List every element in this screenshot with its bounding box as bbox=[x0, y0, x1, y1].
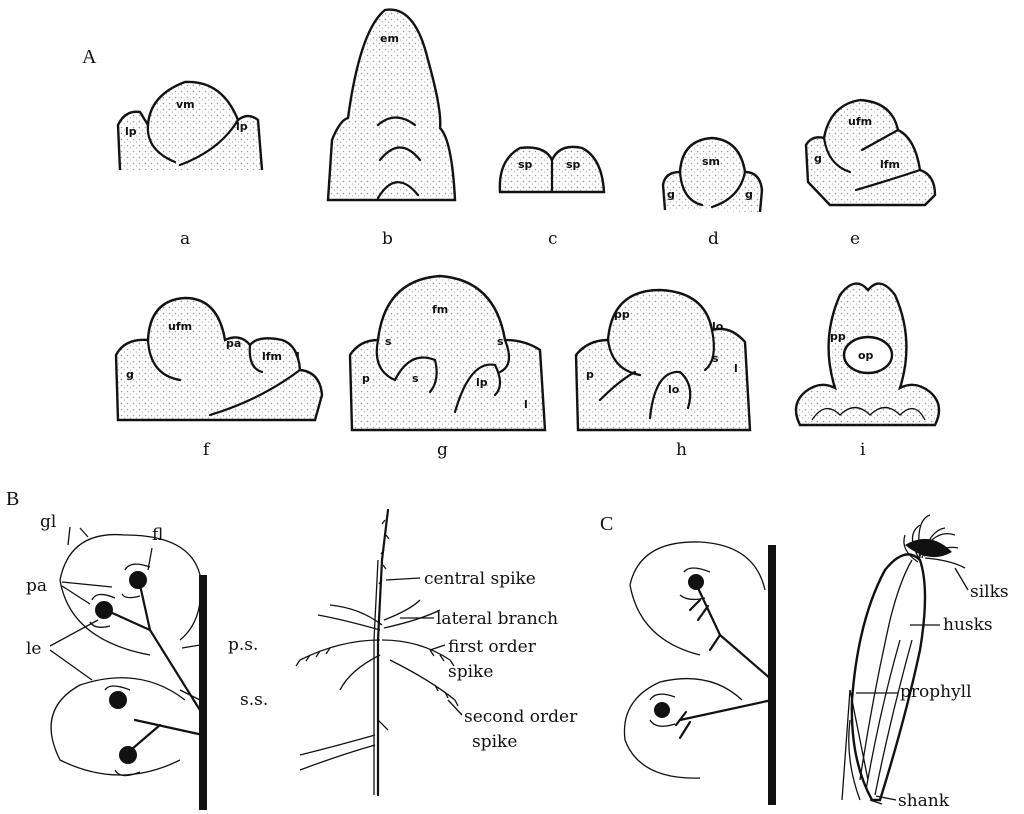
stage-g-s-left-label: s bbox=[385, 335, 392, 348]
stage-h-l-label: l bbox=[734, 362, 738, 375]
label-first-order-2: spike bbox=[448, 662, 493, 682]
stage-g-l-label: l bbox=[524, 398, 528, 411]
stage-i-meristem: pp op bbox=[796, 284, 939, 425]
panel-c-ear-drawing: silks husks prophyll shank bbox=[842, 515, 1009, 811]
stage-d-meristem: sm g g bbox=[663, 138, 762, 212]
stage-b-meristem: em bbox=[328, 10, 455, 200]
label-central-spike: central spike bbox=[424, 569, 536, 589]
label-gl: gl bbox=[40, 512, 56, 532]
panel-b-tassel-drawing: central spike lateral branch first order… bbox=[296, 510, 578, 795]
stage-c-letter: c bbox=[548, 229, 558, 249]
panel-c-label: C bbox=[600, 513, 613, 535]
stage-a-meristem: vm lp lp bbox=[118, 82, 262, 170]
stage-e-ufm-label: ufm bbox=[848, 115, 872, 128]
lower-floret-2 bbox=[119, 746, 137, 764]
stage-h-lo-center-label: lo bbox=[668, 383, 680, 396]
label-ss: s.s. bbox=[240, 690, 268, 710]
stage-f-letter: f bbox=[203, 440, 211, 460]
stage-e-lfm-label: lfm bbox=[880, 158, 900, 171]
stage-h-lo-top-label: lo bbox=[712, 320, 724, 333]
stage-g-meristem: fm s s s p lp l bbox=[350, 276, 545, 430]
stage-c-sp-right-label: sp bbox=[566, 158, 581, 171]
stage-g-letter: g bbox=[437, 440, 448, 460]
stage-i-op-label: op bbox=[858, 349, 874, 362]
lower-floret-1 bbox=[109, 691, 127, 709]
stage-d-sm-label: sm bbox=[702, 155, 720, 168]
panel-b-spikelet-diagram: gl fl pa le p.s. s.s. bbox=[26, 512, 268, 810]
stage-f-meristem: ufm lfm pa g l bbox=[116, 298, 322, 420]
stage-b-letter: b bbox=[382, 229, 393, 249]
stage-i-letter: i bbox=[860, 440, 866, 460]
stage-f-ufm-label: ufm bbox=[168, 320, 192, 333]
stage-e-meristem: ufm lfm g bbox=[806, 100, 935, 205]
stage-d-g-right-label: g bbox=[745, 188, 753, 201]
stage-c-meristem: sp sp bbox=[500, 147, 604, 192]
stage-c-sp-left-label: sp bbox=[518, 158, 533, 171]
upper-floret-2 bbox=[95, 601, 113, 619]
stage-i-pp-label: pp bbox=[830, 330, 846, 343]
label-husks: husks bbox=[943, 615, 993, 635]
stage-g-lp-label: lp bbox=[476, 376, 488, 389]
stage-g-s-right-label: s bbox=[497, 335, 504, 348]
label-fl: fl bbox=[152, 525, 163, 545]
stage-h-letter: h bbox=[676, 440, 687, 460]
label-silks: silks bbox=[970, 582, 1009, 602]
stage-g-p-label: p bbox=[362, 372, 370, 385]
stage-a-lp-left-label: lp bbox=[125, 125, 137, 138]
panel-c-spikelet-diagram bbox=[624, 542, 772, 805]
stage-d-g-left-label: g bbox=[667, 188, 675, 201]
upper-ear-floret bbox=[688, 574, 704, 590]
stage-e-letter: e bbox=[850, 229, 860, 249]
stage-f-l-label: l bbox=[296, 350, 300, 363]
label-ps: p.s. bbox=[228, 635, 258, 655]
panel-a-label: A bbox=[82, 46, 97, 68]
stage-f-lfm-label: lfm bbox=[262, 350, 282, 363]
stage-h-s-label: s bbox=[712, 352, 719, 365]
stage-g-fm-label: fm bbox=[432, 303, 448, 316]
label-pa: pa bbox=[26, 576, 47, 596]
label-lateral-branch: lateral branch bbox=[436, 609, 558, 629]
label-second-order-1: second order bbox=[464, 707, 578, 727]
stage-a-letter: a bbox=[180, 229, 190, 249]
stage-a-lp-right-label: lp bbox=[236, 120, 248, 133]
label-shank: shank bbox=[898, 791, 950, 811]
stage-a-vm-label: vm bbox=[176, 98, 195, 111]
panel-b-label: B bbox=[6, 488, 19, 510]
stage-d-letter: d bbox=[708, 229, 719, 249]
label-prophyll: prophyll bbox=[900, 682, 972, 702]
stage-e-g-label: g bbox=[814, 152, 822, 165]
label-second-order-2: spike bbox=[472, 732, 517, 752]
upper-floret-1 bbox=[129, 571, 147, 589]
stage-g-s-center-label: s bbox=[412, 372, 419, 385]
stage-h-p-label: p bbox=[586, 368, 594, 381]
label-first-order-1: first order bbox=[448, 637, 537, 657]
label-le: le bbox=[26, 639, 42, 659]
stage-h-pp-label: pp bbox=[614, 308, 630, 321]
stage-f-pa-label: pa bbox=[226, 337, 241, 350]
stage-b-em-label: em bbox=[380, 32, 399, 45]
stage-f-g-label: g bbox=[126, 368, 134, 381]
stage-h-meristem: pp lo lo s p l bbox=[576, 290, 750, 430]
lower-ear-floret bbox=[654, 702, 670, 718]
